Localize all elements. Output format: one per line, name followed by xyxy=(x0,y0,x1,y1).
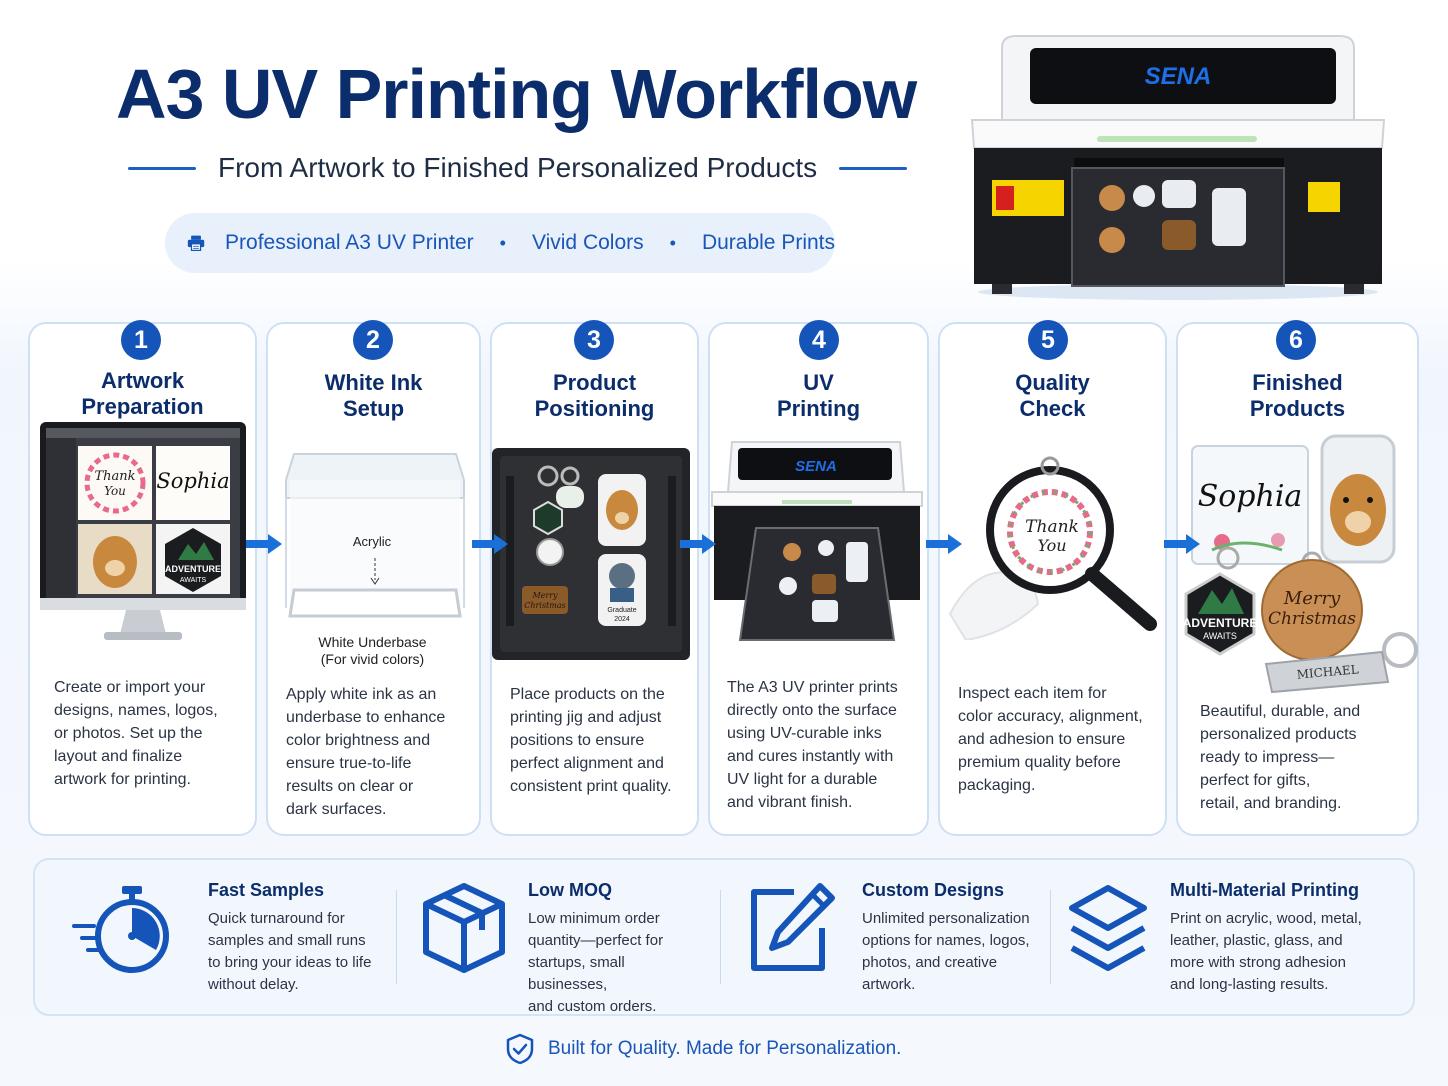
pill-item-printer: Professional A3 UV Printer xyxy=(225,231,474,254)
printer-brand-logo: SENA xyxy=(795,458,837,475)
feature-divider xyxy=(720,890,721,984)
printer-icon xyxy=(187,235,205,251)
pill-item-colors: Vivid Colors xyxy=(531,231,644,254)
edit-icon xyxy=(751,883,835,971)
feature-title: Custom Designs xyxy=(862,880,1005,900)
uv-printer-image: SENA xyxy=(711,441,923,641)
step-arrow-icon xyxy=(472,534,508,554)
monitor-artwork-image: Thank You Sophia ADVENTURE AWAITS xyxy=(40,422,246,640)
product-sophia-text: Sophia xyxy=(1198,479,1303,514)
jig-graduate-text: Graduate xyxy=(607,607,636,614)
pill-separator: • xyxy=(669,232,676,253)
product-michael-text: MICHAEL xyxy=(1296,662,1359,681)
subtitle-rule-right xyxy=(839,166,908,170)
page-subtitle: From Artwork to Finished Personalized Pr… xyxy=(218,152,818,183)
feature-title: Fast Samples xyxy=(208,880,325,900)
hero-printer-image: SENA xyxy=(970,35,1386,300)
feature-divider xyxy=(1050,890,1051,984)
step-arrow-icon xyxy=(680,534,716,554)
features-panel xyxy=(33,858,1415,1016)
step-number-badge: 1 xyxy=(121,320,161,360)
step-number-badge: 3 xyxy=(574,320,614,360)
finished-products-image: Sophia ADVENTURE AWAITS Merry Christmas … xyxy=(1183,434,1418,694)
acrylic-underbase-image xyxy=(285,453,465,618)
feature-title: Multi-Material Printing xyxy=(1170,880,1359,900)
printing-jig-image: Merry Christmas Graduate 2024 xyxy=(492,448,690,660)
stopwatch-icon xyxy=(72,886,169,973)
artwork-thank-text: Thank xyxy=(94,469,135,484)
subtitle-rule-left xyxy=(128,166,196,170)
footer-tagline: Built for Quality. Made for Personalizat… xyxy=(506,1032,901,1066)
product-awaits-text: AWAITS xyxy=(1203,631,1237,641)
step-number-badge: 5 xyxy=(1028,320,1068,360)
product-adventure-text: ADVENTURE xyxy=(1183,616,1258,630)
page-title: A3 UV Printing Workflow xyxy=(116,55,917,133)
feature-pill: Professional A3 UV Printer • Vivid Color… xyxy=(165,213,835,273)
jig-christmas-text: Christmas xyxy=(524,601,565,610)
check-you-text: You xyxy=(1037,536,1066,555)
pill-item-durable: Durable Prints xyxy=(701,231,835,254)
product-merry-text: Merry xyxy=(1283,588,1341,609)
shield-check-icon xyxy=(506,1033,534,1065)
pill-separator: • xyxy=(499,232,506,253)
box-icon xyxy=(423,883,505,973)
step-number-badge: 4 xyxy=(799,320,839,360)
footer-text: Built for Quality. Made for Personalizat… xyxy=(548,1038,902,1059)
jig-merry-text: Merry xyxy=(531,591,558,600)
step-number-badge: 2 xyxy=(353,320,393,360)
step-number-badge: 6 xyxy=(1276,320,1316,360)
artwork-awaits-text: AWAITS xyxy=(180,577,207,584)
artwork-adventure-text: ADVENTURE xyxy=(165,564,221,574)
white-underbase-label: White Underbase(For vivid colors) xyxy=(318,634,427,667)
step-arrow-icon xyxy=(1164,534,1200,554)
jig-class-text: 2024 xyxy=(614,616,630,623)
subtitle-row: From Artwork to Finished Personalized Pr… xyxy=(128,150,918,186)
feature-title: Low MOQ xyxy=(528,880,612,900)
step-arrow-icon xyxy=(926,534,962,554)
feature-divider xyxy=(396,890,397,984)
layers-icon xyxy=(1069,885,1147,971)
acrylic-label: Acrylic xyxy=(352,534,392,549)
artwork-sophia-text: Sophia xyxy=(156,469,229,493)
feature-description: Print on acrylic, wood, metal,leather, p… xyxy=(1170,910,1362,993)
step-arrow-icon xyxy=(246,534,282,554)
product-christmas-text: Christmas xyxy=(1268,609,1356,629)
artwork-you-text: You xyxy=(104,484,126,498)
hero-brand-logo: SENA xyxy=(1145,63,1212,90)
check-thank-text: Thank xyxy=(1025,517,1079,537)
quality-check-magnifier-image: Thank You xyxy=(948,456,1157,640)
